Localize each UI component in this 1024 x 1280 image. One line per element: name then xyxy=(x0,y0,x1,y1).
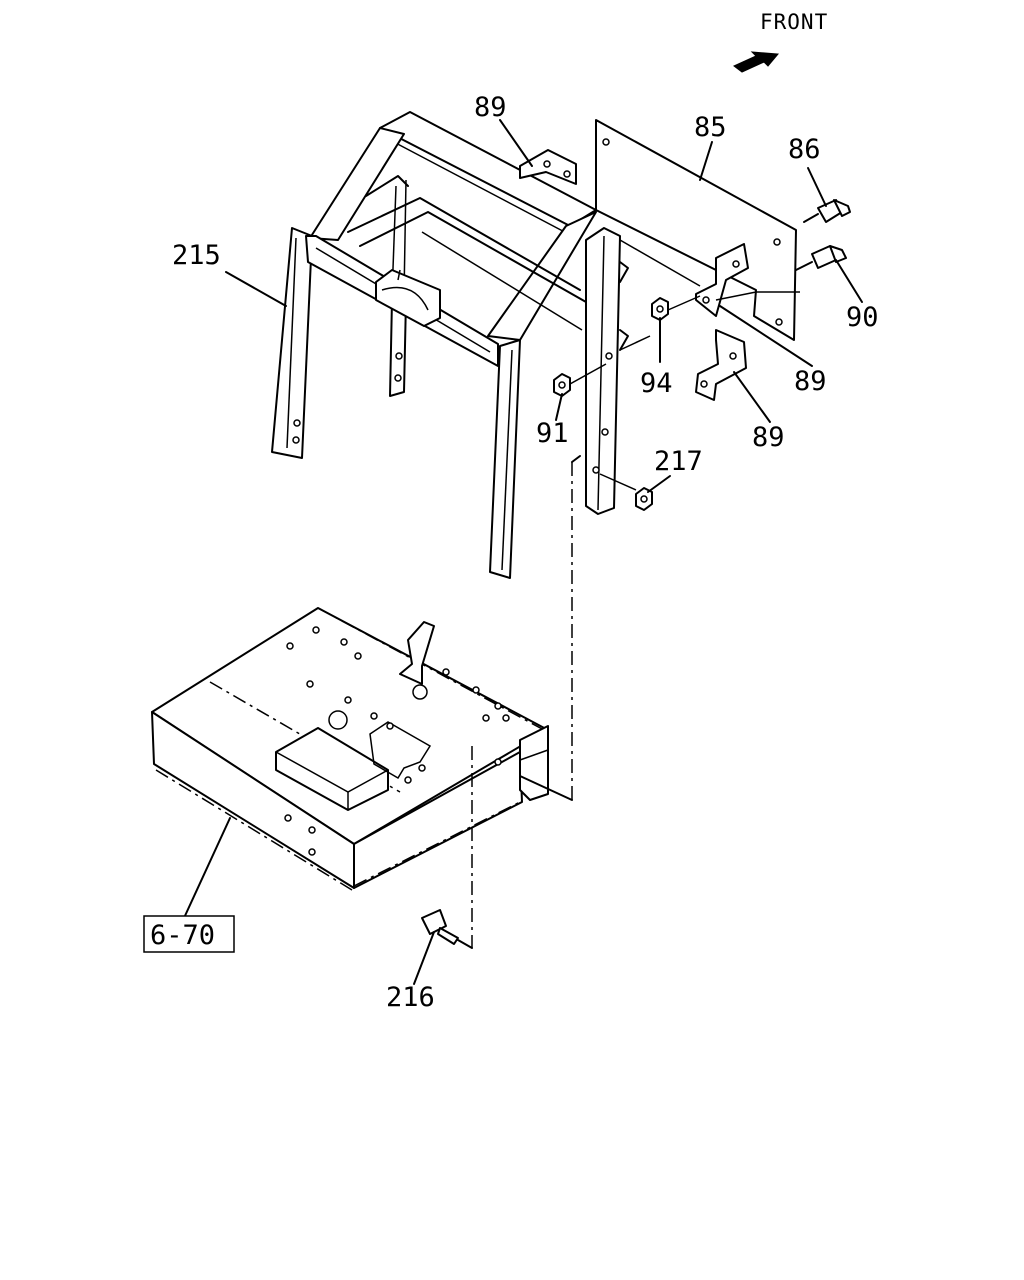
bolt-216 xyxy=(421,909,459,945)
callout-90: 90 xyxy=(846,302,879,333)
mounting-lines xyxy=(457,455,581,949)
callout-89-top: 89 xyxy=(474,92,507,123)
callout-86: 86 xyxy=(788,134,821,165)
callout-215: 215 xyxy=(172,240,221,271)
ref-box-6-70 xyxy=(143,915,235,953)
ref-label-6-70: 6-70 xyxy=(150,920,215,951)
callout-217: 217 xyxy=(654,446,703,477)
nut-217 xyxy=(635,487,653,511)
nut-94 xyxy=(651,297,669,321)
bracket-89-top xyxy=(519,149,577,185)
box-assembly-6-70 xyxy=(151,607,549,919)
callout-94: 94 xyxy=(640,368,673,399)
bolt-90 xyxy=(795,245,847,271)
callout-91: 91 xyxy=(536,418,569,449)
front-label: FRONT xyxy=(760,10,828,34)
callout-labels: 89 85 86 215 90 94 89 91 89 217 6-70 216 xyxy=(150,92,879,1013)
assembly-lines-upper xyxy=(569,186,800,491)
bracket-89-mid xyxy=(695,243,749,317)
plate-85 xyxy=(595,119,797,341)
bolt-86 xyxy=(803,199,851,223)
callout-85: 85 xyxy=(694,112,727,143)
callout-leaders xyxy=(225,119,863,985)
nut-91 xyxy=(553,373,571,397)
front-arrow-icon xyxy=(733,51,780,73)
frame-215 xyxy=(271,111,629,579)
callout-216: 216 xyxy=(386,982,435,1013)
front-indicator: FRONT xyxy=(733,10,828,73)
bracket-89-low xyxy=(695,329,747,401)
callout-89-low: 89 xyxy=(752,422,785,453)
callout-89-mid: 89 xyxy=(794,366,827,397)
